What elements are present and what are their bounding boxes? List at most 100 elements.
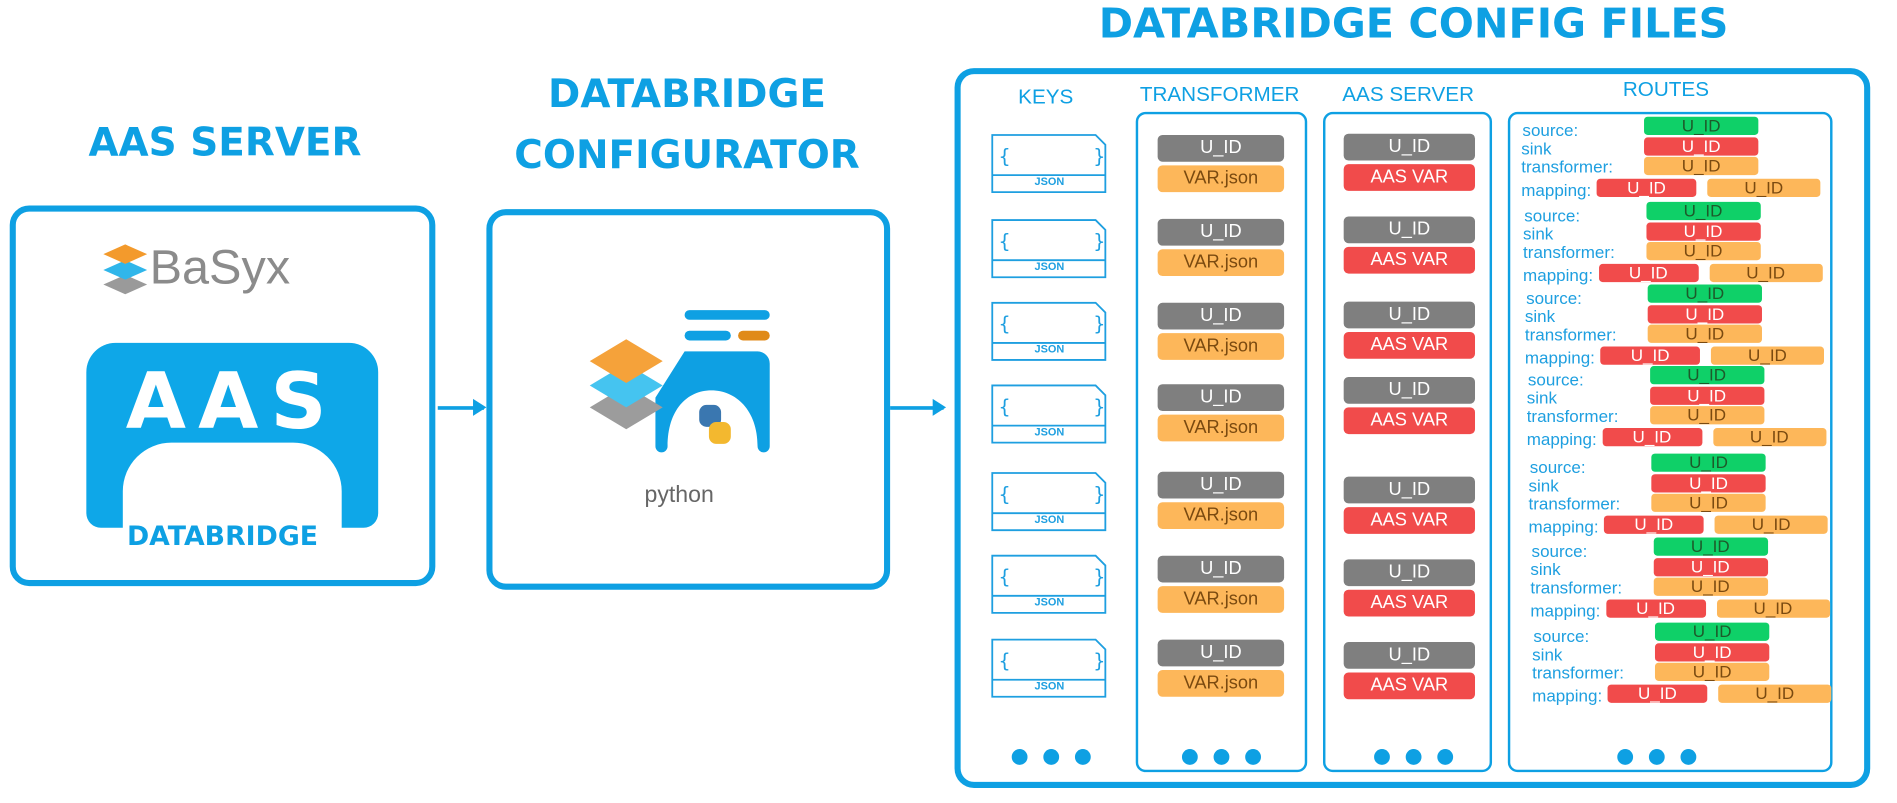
route-mapping-from-uid: U_ID: [1600, 346, 1700, 365]
json-file-icon: {}: [991, 554, 1107, 614]
route-source-label: source:: [1522, 120, 1579, 140]
aas-server-header: AAS SERVER: [1342, 82, 1475, 106]
route-transformer-label: transformer:: [1521, 156, 1613, 177]
aas-server-column: [1323, 111, 1493, 773]
svg-text:}: }: [1093, 650, 1105, 673]
route-transformer-uid: U_ID: [1649, 406, 1764, 425]
aas-var: AAS VAR: [1343, 589, 1476, 617]
json-file-icon: {}: [991, 384, 1107, 444]
transformer-var-json: VAR.json: [1157, 586, 1285, 613]
route-transformer-uid: U_ID: [1654, 662, 1770, 681]
svg-text:}: }: [1093, 313, 1105, 336]
route-mapping-from-uid: U_ID: [1607, 684, 1708, 703]
route-mapping-label: mapping:: [1523, 265, 1594, 285]
transformer-var-json: VAR.json: [1157, 333, 1285, 360]
arrow-icon: [437, 398, 487, 416]
config-files-box: [954, 68, 1871, 788]
transformer-uid: U_ID: [1157, 134, 1285, 162]
route-transformer-uid: U_ID: [1644, 156, 1759, 176]
config-files-title: DATABRIDGE CONFIG FILES: [1098, 0, 1729, 49]
route-transformer-label: transformer:: [1524, 324, 1617, 345]
more-dots-icon: [1213, 749, 1230, 765]
transformer-var-json: VAR.json: [1157, 502, 1285, 529]
route-mapping-to-uid: U_ID: [1718, 684, 1832, 703]
route-sink-uid: U_ID: [1647, 305, 1762, 324]
transformer-header: TRANSFORMER: [1139, 82, 1300, 106]
more-dots-icon: [1617, 749, 1634, 765]
json-file-icon: {}: [991, 219, 1107, 279]
route-source-uid: U_ID: [1649, 365, 1764, 385]
route-source-label: source:: [1524, 205, 1581, 225]
route-sink-uid: U_ID: [1645, 222, 1761, 241]
svg-text:{: {: [998, 395, 1010, 418]
aas-var: AAS VAR: [1343, 407, 1476, 435]
aas-uid: U_ID: [1343, 133, 1476, 161]
svg-text:{: {: [998, 145, 1010, 168]
route-mapping-label: mapping:: [1521, 179, 1592, 200]
more-dots-icon: [1374, 749, 1390, 765]
route-mapping-label: mapping:: [1532, 685, 1603, 706]
route-mapping-to-uid: U_ID: [1716, 599, 1830, 618]
route-transformer-label: transformer:: [1523, 241, 1615, 262]
route-transformer-uid: U_ID: [1651, 493, 1766, 512]
aas-var: AAS VAR: [1343, 164, 1476, 191]
route-source-label: source:: [1531, 541, 1588, 561]
json-label: JSON: [1034, 260, 1065, 273]
transformer-uid: U_ID: [1157, 384, 1285, 412]
route-source-label: source:: [1529, 457, 1586, 477]
more-dots-icon: [1181, 749, 1198, 765]
route-mapping-from-uid: U_ID: [1602, 427, 1702, 447]
route-mapping-to-uid: U_ID: [1714, 515, 1828, 534]
route-mapping-label: mapping:: [1528, 516, 1599, 537]
route-mapping-label: mapping:: [1524, 347, 1595, 368]
svg-text:}: }: [1093, 145, 1105, 168]
more-dots-icon: [1680, 749, 1697, 765]
json-label: JSON: [1034, 679, 1065, 692]
transformer-uid: U_ID: [1157, 639, 1285, 667]
route-transformer-uid: U_ID: [1647, 324, 1762, 343]
configurator-box: python: [486, 209, 891, 590]
route-mapping-to-uid: U_ID: [1707, 178, 1821, 197]
route-sink-label: sink: [1524, 306, 1556, 326]
transformer-uid: U_ID: [1157, 218, 1285, 246]
svg-text:{: {: [998, 230, 1010, 253]
route-mapping-label: mapping:: [1530, 600, 1601, 621]
basyx-logo: BaSyx: [101, 241, 290, 303]
svg-text:{: {: [998, 566, 1010, 589]
route-source-uid: U_ID: [1651, 453, 1766, 472]
json-file-icon: {}: [991, 638, 1107, 698]
route-transformer-uid: U_ID: [1653, 577, 1768, 596]
route-sink-uid: U_ID: [1653, 558, 1768, 577]
aas-var: AAS VAR: [1343, 331, 1476, 359]
route-source-uid: U_ID: [1647, 284, 1762, 303]
json-file-icon: {}: [991, 134, 1107, 194]
route-mapping-from-uid: U_ID: [1603, 515, 1704, 534]
route-sink-label: sink: [1526, 387, 1557, 408]
route-mapping-to-uid: U_ID: [1710, 346, 1824, 365]
route-sink-label: sink: [1521, 138, 1552, 159]
aas-logo: AAS: [86, 342, 379, 540]
route-sink-uid: U_ID: [1649, 386, 1764, 405]
databridge-label: DATABRIDGE: [126, 521, 319, 553]
route-sink-uid: U_ID: [1644, 137, 1759, 156]
routes-column: [1507, 111, 1833, 773]
route-sink-label: sink: [1532, 644, 1563, 664]
route-source-uid: U_ID: [1654, 622, 1770, 641]
more-dots-icon: [1074, 749, 1091, 765]
svg-text:{: {: [998, 650, 1010, 673]
json-label: JSON: [1034, 513, 1065, 526]
aas-var: AAS VAR: [1343, 507, 1476, 534]
aas-uid: U_ID: [1343, 216, 1476, 244]
aas-server-title: AAS SERVER: [88, 119, 362, 166]
aas-uid: U_ID: [1343, 476, 1476, 504]
layers-icon: [103, 244, 148, 295]
svg-text:}: }: [1093, 483, 1105, 506]
more-dots-icon: [1437, 749, 1454, 765]
routes-header: ROUTES: [1622, 77, 1709, 101]
python-logo: python: [644, 482, 714, 509]
json-label: JSON: [1034, 425, 1065, 438]
route-transformer-label: transformer:: [1532, 662, 1624, 683]
more-dots-icon: [1648, 749, 1665, 765]
route-mapping-from-uid: U_ID: [1596, 178, 1697, 197]
